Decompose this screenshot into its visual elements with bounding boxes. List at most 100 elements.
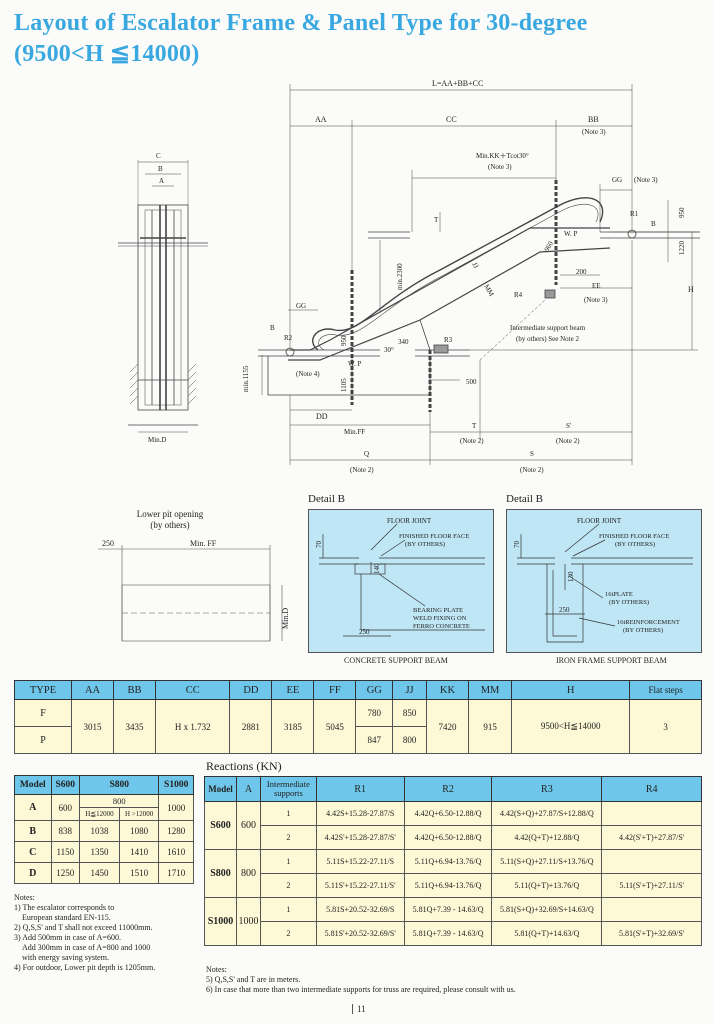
label-CC: CC [446, 115, 457, 124]
label-L: L=AA+BB+CC [432, 79, 483, 88]
reaction-n: 2 [259, 873, 317, 898]
table-row: D 1250 1450 1510 1710 [14, 862, 194, 884]
detail-b-concrete-title: Detail B [308, 493, 345, 505]
kk-cell: 7420 [425, 699, 469, 754]
table-row: 2 5.81S'+20.52-32.69/S' 5.81Q+7.39 - 14.… [205, 921, 702, 946]
model-cell: 1350 [79, 841, 120, 863]
table-row: 2 5.11S'+15.22-27.11/S' 5.11Q+6.94-13.76… [205, 873, 702, 898]
reaction-r2: 4.42Q+6.50-12.88/Q [403, 801, 493, 826]
reactions-header: Model A Intermediate supports R1 R2 R3 R… [204, 776, 702, 802]
note-line: Notes: [14, 893, 35, 902]
iron-plate-1: 16tPLATE [605, 591, 633, 598]
label-1105: 1105 [340, 378, 348, 392]
type-th: AA [71, 680, 115, 700]
reaction-r4: 5.11(S'+T)+27.11/S' [601, 873, 702, 898]
reaction-a: 800 [235, 849, 261, 898]
concrete-finished-1: FINISHED FLOOR FACE [399, 533, 469, 540]
label-GG-bottom: GG [296, 302, 306, 310]
label-JJ: JJ [470, 261, 480, 270]
label-intermediate-beam: Intermediate support beam [510, 324, 586, 332]
gg-cell: 847 [355, 726, 394, 754]
reactions-title: Reactions (KN) [206, 759, 282, 773]
ff-cell: 5045 [313, 699, 357, 754]
label-note4: (Note 4) [296, 370, 320, 378]
concrete-bearing-2: WELD FIXING ON [413, 615, 467, 622]
model-cell: 600 [50, 794, 81, 821]
label-BB: BB [588, 115, 599, 124]
type-th: MM [467, 680, 513, 700]
type-th: TYPE [13, 680, 73, 700]
table-row: C 1150 1350 1410 1610 [14, 841, 194, 863]
label-H: H [688, 285, 694, 294]
label-minFF: Min.FF [344, 428, 365, 436]
pit-title-2: (by others) [150, 520, 189, 530]
label-note2-s2: (Note 2) [520, 466, 544, 474]
page-title: Layout of Escalator Frame & Panel Type f… [14, 8, 587, 70]
reaction-r4 [601, 897, 702, 922]
notes-left: Notes: 1) The escalator corresponds to E… [14, 893, 204, 973]
model-cell: 1038 [79, 820, 120, 842]
model-label: A [14, 794, 52, 821]
type-th: H [511, 680, 631, 700]
type-cell: P [13, 726, 73, 754]
note-line: 5) Q,S,S' and T are in meters. [206, 975, 301, 984]
notes-right: Notes: 5) Q,S,S' and T are in meters. 6)… [206, 965, 686, 995]
reaction-n: 1 [259, 801, 317, 826]
type-th: GG [355, 680, 394, 700]
label-R1: R1 [630, 210, 639, 218]
reaction-model: S1000 [204, 897, 237, 946]
pit-minFF: Min. FF [190, 539, 217, 548]
reaction-r1: 5.81S+20.52-32.69/S [315, 897, 405, 922]
concrete-250: 250 [359, 628, 370, 636]
reaction-r2: 5.11Q+6.94-13.76/Q [403, 849, 493, 874]
model-table: Model S600 S800 S1000 A 600 800 1000 H≦1… [14, 775, 194, 884]
table-row: S1000 1000 1 5.81S+20.52-32.69/S 5.81Q+7… [204, 897, 702, 946]
type-th: DD [229, 680, 273, 700]
lower-pit-opening-drawing: Lower pit opening (by others) 250 Min. F… [98, 509, 290, 642]
label-WP-top: W. P [564, 230, 577, 238]
table-row: 2 4.42S'+15.28-27.87/S' 4.42Q+6.50-12.88… [205, 825, 702, 850]
pit-title-1: Lower pit opening [137, 509, 204, 519]
note-line: 6) In case that more than two intermedia… [206, 985, 516, 994]
table-row: S600 600 1 4.42S+15.28-27.87/S 4.42Q+6.5… [204, 801, 702, 850]
reactions-table: Model A Intermediate supports R1 R2 R3 R… [204, 776, 702, 946]
label-min2300: min.2300 [396, 263, 404, 290]
reaction-n: 2 [259, 921, 317, 946]
front-view-frame [137, 204, 189, 411]
label-note2-s: (Note 2) [556, 437, 580, 445]
concrete-bearing-1: BEARING PLATE [413, 607, 463, 614]
reactions-th: Model [204, 776, 237, 802]
table-row: F 3015 3435 H x 1.732 2881 3185 5045 780… [13, 699, 702, 754]
note-line: Notes: [206, 965, 227, 974]
reaction-r3: 4.42(Q+T)+12.88/Q [491, 825, 603, 850]
pit-minD: Min.D [281, 608, 290, 629]
model-cell: 800 [79, 794, 160, 808]
model-cell: 1080 [118, 820, 160, 842]
model-label: D [14, 862, 52, 884]
reaction-r3: 4.42(S+Q)+27.87/S+12.88/Q [491, 801, 603, 826]
title-line-1: Layout of Escalator Frame & Panel Type f… [14, 10, 588, 36]
model-cell: 1410 [118, 841, 160, 863]
label-GG-top: GG [612, 176, 622, 184]
model-th: Model [14, 775, 52, 795]
model-cell: H >12000 [118, 807, 160, 821]
iron-130: 130 [567, 571, 575, 582]
gg-cell: 780 [355, 699, 394, 727]
label-minD-front: Min.D [148, 436, 166, 444]
reaction-r2: 5.81Q+7.39 - 14.63/Q [403, 897, 493, 922]
label-200: 200 [576, 268, 587, 276]
iron-reinf-1: 16tREINFORCEMENT [617, 619, 680, 626]
label-note3-kk: (Note 3) [488, 163, 512, 171]
label-note2-t: (Note 2) [460, 437, 484, 445]
pit-250: 250 [102, 539, 114, 548]
table-row: P 847 800 [13, 726, 702, 754]
reaction-r3: 5.11(Q+T)+13.76/Q [491, 873, 603, 898]
label-A: A [159, 177, 164, 185]
reaction-a: 1000 [235, 897, 261, 946]
reactions-th: Intermediate supports [259, 776, 317, 802]
label-R2: R2 [284, 334, 293, 342]
label-B-bottom: B [270, 324, 275, 332]
model-cell: 1280 [158, 820, 194, 842]
note-line: 1) The escalator corresponds to [14, 903, 115, 912]
table-row: A 600 800 1000 [14, 794, 194, 821]
